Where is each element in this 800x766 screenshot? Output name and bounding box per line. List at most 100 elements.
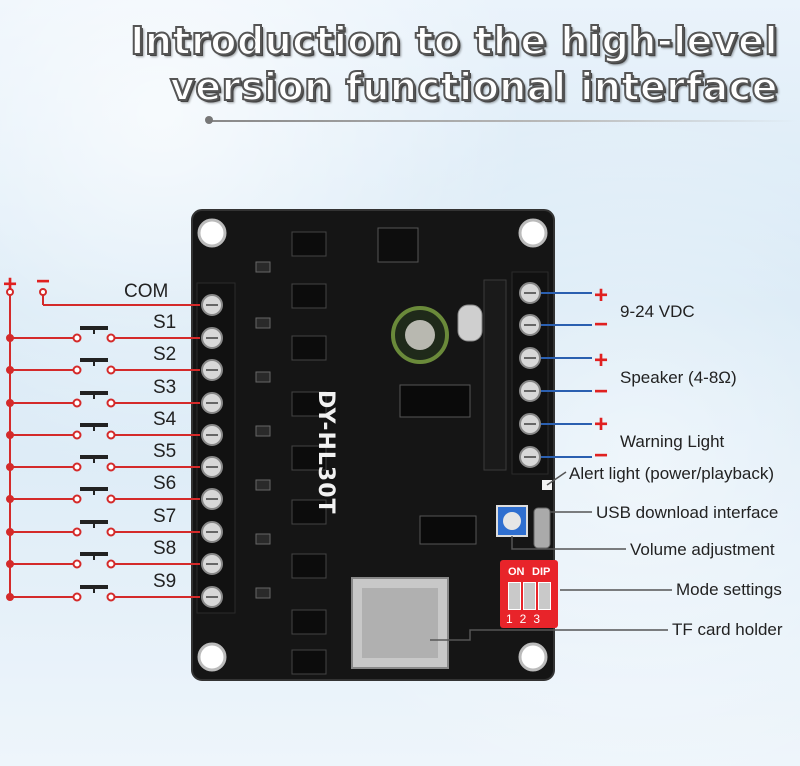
switch-contact: [106, 462, 116, 472]
speaker-label: Speaker (4-8Ω): [620, 368, 737, 387]
opto-chip: [291, 335, 327, 361]
page-title: Introduction to the high-level version f…: [129, 18, 778, 110]
opto-chip: [291, 553, 327, 579]
tf-card-inner: [362, 588, 438, 658]
warning-minus-symbol: −: [594, 442, 609, 469]
opto-chip: [291, 649, 327, 675]
dip-label: DIP: [532, 566, 551, 578]
resistors: [255, 261, 271, 599]
switch-label-s2: S2: [153, 344, 177, 365]
voltage-regulator: [377, 227, 419, 263]
speaker-plus-symbol: +: [594, 347, 609, 374]
callout-lines: [430, 471, 672, 641]
opto-chip: [291, 283, 327, 309]
power-plus-symbol: +: [594, 282, 609, 309]
callout-usb: USB download interface: [596, 503, 779, 522]
resistor: [255, 479, 271, 491]
dip-switch-3[interactable]: [538, 582, 551, 610]
rail-terminal: [6, 288, 14, 296]
left-terminal-screws: [201, 294, 223, 608]
right-terminal-screws: [519, 282, 541, 468]
junction-dot: [6, 399, 14, 407]
mounting-hole: [518, 218, 548, 248]
pin-header: [483, 279, 507, 471]
power-label: 9-24 VDC: [620, 302, 695, 321]
mounting-hole: [197, 642, 227, 672]
opto-chip: [291, 231, 327, 257]
switch-label-s7: S7: [153, 506, 177, 527]
switch-contact: [72, 430, 82, 440]
callout-line: [430, 629, 668, 641]
junction-dot: [6, 334, 14, 342]
switch-contact: [106, 365, 116, 375]
switch-contact: [106, 592, 116, 602]
switch-contact: [72, 398, 82, 408]
left-minus-symbol: −: [36, 268, 51, 295]
right-wiring: [541, 292, 592, 458]
left-plus-symbol: +: [3, 271, 18, 298]
opto-chip: [291, 445, 327, 471]
switch-label-s5: S5: [153, 441, 177, 462]
optocouplers: [291, 231, 327, 675]
usb-port: [533, 507, 551, 549]
switch-contact: [72, 333, 82, 343]
junction-dot: [6, 463, 14, 471]
switch-label-s9: S9: [153, 571, 177, 592]
switch-contact: [72, 527, 82, 537]
opto-chip: [291, 499, 327, 525]
mounting-holes: [197, 218, 548, 672]
callout-alert-light: Alert light (power/playback): [569, 464, 775, 483]
crystal: [457, 304, 483, 342]
switch-contact: [106, 430, 116, 440]
callout-line: [546, 471, 567, 486]
callout-line: [511, 536, 626, 550]
resistor: [255, 261, 271, 273]
title-line-1: Introduction to the high-level: [129, 18, 778, 64]
rail-terminal: [39, 288, 47, 296]
warning-plus-symbol: +: [594, 411, 609, 438]
power-minus-symbol: −: [594, 311, 609, 338]
left-wiring: [6, 288, 200, 602]
decoder-ic: [419, 515, 477, 545]
switch-contact: [106, 559, 116, 569]
switch-contact: [106, 494, 116, 504]
resistor: [255, 533, 271, 545]
com-label: COM: [124, 281, 169, 302]
junction-dot: [6, 366, 14, 374]
switch-contact: [72, 494, 82, 504]
dip-switch-1[interactable]: [508, 582, 521, 610]
switch-contact: [72, 365, 82, 375]
speaker-minus-symbol: −: [594, 378, 609, 405]
switch-contact: [72, 462, 82, 472]
junction-dot: [6, 560, 14, 568]
switch-contact: [72, 592, 82, 602]
switch-label-s3: S3: [153, 377, 177, 398]
switch-label-s8: S8: [153, 538, 177, 559]
opto-chip: [291, 391, 327, 417]
junction-dot: [6, 495, 14, 503]
junction-dot: [6, 528, 14, 536]
main-ic: [399, 384, 471, 418]
title-underline-dot: [205, 116, 213, 124]
switch-contact: [106, 527, 116, 537]
mounting-hole: [197, 218, 227, 248]
callout-mode: Mode settings: [676, 580, 782, 599]
right-terminal-block: [511, 271, 549, 475]
callout-tf-card: TF card holder: [672, 620, 783, 639]
switch-label-s4: S4: [153, 409, 177, 430]
resistor: [255, 317, 271, 329]
dip-numbers: 123: [506, 612, 548, 626]
title-underline: [208, 120, 798, 122]
junction-dot: [6, 431, 14, 439]
switch-label-s1: S1: [153, 312, 177, 333]
dip-switch-2[interactable]: [523, 582, 536, 610]
dip-switch[interactable]: ON DIP 123: [500, 560, 558, 628]
opto-chip: [291, 609, 327, 635]
resistor: [255, 587, 271, 599]
resistor: [255, 371, 271, 383]
capacitor-top: [405, 320, 435, 350]
callout-volume: Volume adjustment: [630, 540, 775, 559]
switch-contact: [72, 559, 82, 569]
switch-contact: [106, 398, 116, 408]
